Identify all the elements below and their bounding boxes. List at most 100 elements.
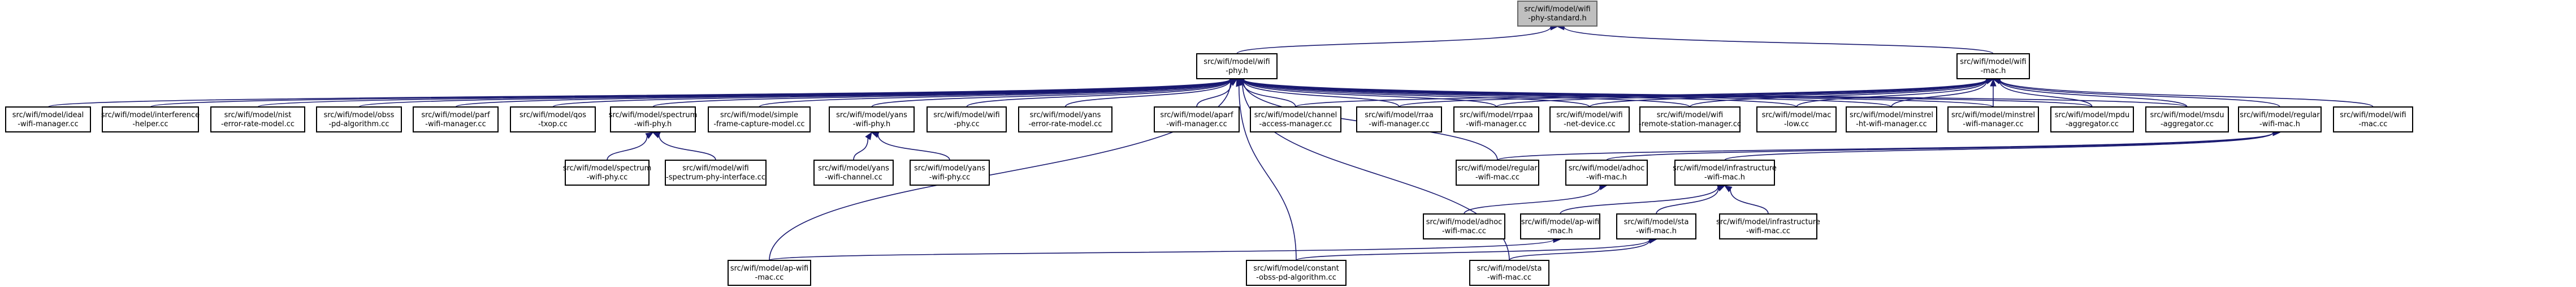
edge-n38-to-n35 <box>769 236 1561 261</box>
node-src-wifi-model-nist-error-rate-model-cc[interactable]: src/wifi/model/nist-error-rate-model.cc <box>210 106 305 132</box>
node-src-wifi-model-adhoc-wifi-mac-cc[interactable]: src/wifi/model/adhoc-wifi-mac.cc <box>1423 213 1505 239</box>
node-src-wifi-model-mpdu-aggregator-cc[interactable]: src/wifi/model/mpdu-aggregator.cc <box>2050 106 2134 132</box>
node-src-wifi-model-spectrum-wifi-phy-cc[interactable]: src/wifi/model/spectrum-wifi-phy.cc <box>563 160 652 186</box>
node-label-line: src/wifi/model/yans <box>1030 111 1101 119</box>
node-label-line: -wifi-manager.cc <box>18 120 78 128</box>
node-label-line: -spectrum-phy-interface.cc <box>666 173 765 182</box>
node-label-line: -helper.cc <box>132 120 168 128</box>
node-src-wifi-model-wifi-net-device-cc[interactable]: src/wifi/model/wifi-net-device.cc <box>1549 106 1630 132</box>
edge-n8-to-n1 <box>552 76 1238 108</box>
node-src-wifi-model-parf-wifi-manager-cc[interactable]: src/wifi/model/parf-wifi-manager.cc <box>413 106 499 132</box>
node-src-wifi-model-wifi-phy-standard-h: src/wifi/model/wifi-phy-standard.h <box>1517 1 1597 27</box>
node-src-wifi-model-spectrum-wifi-phy-h[interactable]: src/wifi/model/spectrum-wifi-phy.h <box>609 106 698 132</box>
node-label-line: -wifi-mac.cc <box>1487 273 1531 282</box>
node-label-line: src/wifi/model/wifi <box>2340 111 2406 119</box>
node-label-line: -wifi-mac.cc <box>1442 227 1486 235</box>
node-label-line: src/wifi/model/infrastructure <box>1673 164 1777 173</box>
node-label-line: src/wifi/model/regular <box>1457 164 1538 173</box>
node-label-line: -wifi-mac.h <box>2259 120 2300 128</box>
node-label-line: src/wifi/model/sta <box>1624 218 1689 226</box>
node-src-wifi-model-yans-wifi-phy-cc[interactable]: src/wifi/model/yans-wifi-phy.cc <box>910 160 990 186</box>
node-label-line: -error-rate-model.cc <box>221 120 295 128</box>
edge-n33-to-n25 <box>1724 129 2281 161</box>
node-label-line: src/wifi/model/wifi <box>1556 111 1622 119</box>
node-label-line: src/wifi/model/channel <box>1254 111 1337 119</box>
node-src-wifi-model-constant-obss-pd-algorithm-cc[interactable]: src/wifi/model/constant-obss-pd-algorith… <box>1246 260 1347 286</box>
node-src-wifi-model-rraa-wifi-manager-cc[interactable]: src/wifi/model/rraa-wifi-manager.cc <box>1356 106 1442 132</box>
node-label-line: src/wifi/model/minstrel <box>1951 111 2035 119</box>
node-src-wifi-model-wifi-phy-cc[interactable]: src/wifi/model/wifi-phy.cc <box>927 106 1007 132</box>
node-src-wifi-model-mac-low-cc[interactable]: src/wifi/model/mac-low.cc <box>1756 106 1837 132</box>
node-label-line: -mac.h <box>1981 67 2006 75</box>
edge-n34-to-n32 <box>1464 183 1608 215</box>
node-label-line: -mac.cc <box>755 273 784 282</box>
node-src-wifi-model-wifi-spectrum-phy-interface-cc[interactable]: src/wifi/model/wifi-spectrum-phy-interfa… <box>665 160 767 186</box>
node-label-line: src/wifi/model/rrpaa <box>1460 111 1533 119</box>
node-label-line: -wifi-mac.h <box>1704 173 1745 182</box>
node-label-line: src/wifi/model/wifi <box>682 164 748 173</box>
node-label-line: -error-rate-model.cc <box>1028 120 1102 128</box>
node-src-wifi-model-ap-wifi-mac-h[interactable]: src/wifi/model/ap-wifi-mac.h <box>1520 213 1600 239</box>
node-label-line: src/wifi/model/infrastructure <box>1716 218 1820 226</box>
node-src-wifi-model-infrastructure-wifi-mac-h[interactable]: src/wifi/model/infrastructure-wifi-mac.h <box>1673 160 1777 186</box>
edge-n32-to-n25 <box>1606 129 2281 161</box>
node-label-line: src/wifi/model/minstrel <box>1850 111 1933 119</box>
node-label-line: src/wifi/model/spectrum <box>609 111 698 119</box>
graph-edges <box>47 24 2374 261</box>
node-label-line: -mac.h <box>1548 227 1573 235</box>
node-src-wifi-model-msdu-aggregator-cc[interactable]: src/wifi/model/msdu-aggregator.cc <box>2145 106 2229 132</box>
node-label-line: -wifi-channel.cc <box>825 173 882 182</box>
node-src-wifi-model-qos-txop-cc[interactable]: src/wifi/model/qos-txop.cc <box>510 106 596 132</box>
node-src-wifi-model-infrastructure-wifi-mac-cc[interactable]: src/wifi/model/infrastructure-wifi-mac.c… <box>1716 213 1820 239</box>
node-label-line: -wifi-mac.h <box>1636 227 1677 235</box>
node-label-line: src/wifi/model/obss <box>324 111 395 119</box>
node-label-line: -txop.cc <box>538 120 568 128</box>
node-label-line: src/wifi/model/yans <box>836 111 907 119</box>
node-src-wifi-model-adhoc-wifi-mac-h[interactable]: src/wifi/model/adhoc-wifi-mac.h <box>1565 160 1648 186</box>
node-src-wifi-model-wifi-mac-h[interactable]: src/wifi/model/wifi-mac.h <box>1956 53 2030 79</box>
node-src-wifi-model-sta-wifi-mac-h[interactable]: src/wifi/model/sta-wifi-mac.h <box>1616 213 1696 239</box>
node-src-wifi-model-ap-wifi-mac-cc[interactable]: src/wifi/model/ap-wifi-mac.cc <box>728 260 811 286</box>
node-label-line: src/wifi/model/wifi <box>933 111 999 119</box>
node-label-line: -wifi-manager.cc <box>1466 120 1526 128</box>
node-src-wifi-model-rrpaa-wifi-manager-cc[interactable]: src/wifi/model/rrpaa-wifi-manager.cc <box>1453 106 1539 132</box>
node-src-wifi-model-aparf-wifi-manager-cc[interactable]: src/wifi/model/aparf-wifi-manager.cc <box>1154 106 1240 132</box>
node-label-line: src/wifi/model/wifi <box>1203 58 1270 66</box>
edge-n39-to-n36 <box>1296 236 1657 261</box>
node-src-wifi-model-simple-frame-capture-model-cc[interactable]: src/wifi/model/simple-frame-capture-mode… <box>708 106 811 132</box>
node-label-line: -wifi-mac.cc <box>1475 173 1519 182</box>
node-label-line: src/wifi/model/ideal <box>12 111 84 119</box>
node-src-wifi-model-wifi-phy-h[interactable]: src/wifi/model/wifi-phy.h <box>1196 53 1278 79</box>
node-label-line: -wifi-phy.cc <box>587 173 628 182</box>
node-src-wifi-model-interference-helper-cc[interactable]: src/wifi/model/interference-helper.cc <box>101 106 200 132</box>
node-label-line: src/wifi/model/wifi <box>1524 5 1590 14</box>
node-label-line: -net-device.cc <box>1564 120 1616 128</box>
node-label-line: -wifi-phy.h <box>634 120 672 128</box>
node-src-wifi-model-yans-wifi-phy-h[interactable]: src/wifi/model/yans-wifi-phy.h <box>829 106 915 132</box>
node-src-wifi-model-sta-wifi-mac-cc[interactable]: src/wifi/model/sta-wifi-mac.cc <box>1469 260 1549 286</box>
node-label-line: -phy.h <box>1226 67 1248 75</box>
node-label-line: src/wifi/model/wifi <box>1657 111 1723 119</box>
node-src-wifi-model-channel-access-manager-cc[interactable]: src/wifi/model/channel-access-manager.cc <box>1250 106 1341 132</box>
node-label-line: src/wifi/model/ap-wifi <box>1521 218 1599 226</box>
node-src-wifi-model-yans-wifi-channel-cc[interactable]: src/wifi/model/yans-wifi-channel.cc <box>813 160 894 186</box>
node-src-wifi-model-wifi-mac-cc[interactable]: src/wifi/model/wifi-mac.cc <box>2333 106 2413 132</box>
edge-n2-to-n0 <box>1556 24 1994 54</box>
node-src-wifi-model-minstrel-ht-wifi-manager-cc[interactable]: src/wifi/model/minstrel-ht-wifi-manager.… <box>1846 106 1937 132</box>
node-label-line: -phy.cc <box>954 120 979 128</box>
node-src-wifi-model-yans-error-rate-model-cc[interactable]: src/wifi/model/yans-error-rate-model.cc <box>1018 106 1112 132</box>
node-label-line: src/wifi/model/spectrum <box>563 164 652 173</box>
node-src-wifi-model-wifi-remote-station-manager-cc[interactable]: src/wifi/model/wifi-remote-station-manag… <box>1639 106 1741 132</box>
node-src-wifi-model-minstrel-wifi-manager-cc[interactable]: src/wifi/model/minstrel-wifi-manager.cc <box>1947 106 2039 132</box>
node-src-wifi-model-obss-pd-algorithm-cc[interactable]: src/wifi/model/obss-pd-algorithm.cc <box>316 106 402 132</box>
node-label-line: -obss-pd-algorithm.cc <box>1256 273 1336 282</box>
node-src-wifi-model-ideal-wifi-manager-cc[interactable]: src/wifi/model/ideal-wifi-manager.cc <box>5 106 91 132</box>
node-label-line: -mac.cc <box>2359 120 2388 128</box>
edge-n36-to-n33 <box>1656 185 1726 215</box>
edge-n35-to-n33 <box>1560 183 1726 215</box>
node-label-line: src/wifi/model/parf <box>421 111 490 119</box>
node-label-line: src/wifi/model/mpdu <box>2055 111 2129 119</box>
node-src-wifi-model-regular-wifi-mac-h[interactable]: src/wifi/model/regular-wifi-mac.h <box>2238 106 2322 132</box>
graph-nodes: src/wifi/model/wifi-phy-standard.hsrc/wi… <box>5 1 2413 286</box>
node-src-wifi-model-regular-wifi-mac-cc[interactable]: src/wifi/model/regular-wifi-mac.cc <box>1456 160 1539 186</box>
